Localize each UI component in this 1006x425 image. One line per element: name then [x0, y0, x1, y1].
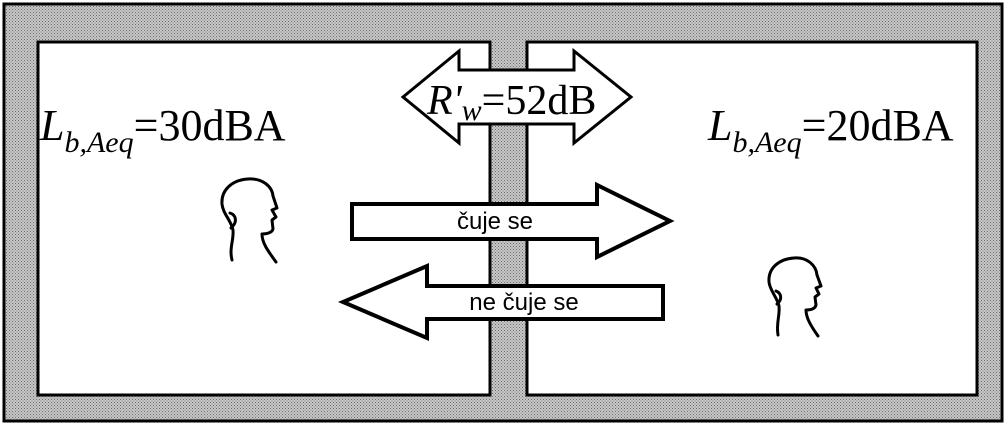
- sound-reduction-double-arrow: [400, 47, 634, 147]
- heard-arrow: [350, 181, 675, 261]
- left-person-icon: [220, 177, 279, 264]
- not-heard-label: ne čuje se: [469, 289, 578, 316]
- not-heard-arrow: [337, 262, 665, 342]
- left-room-level-label: Lb,Aeq=30dBA: [39, 101, 286, 159]
- right-person-icon: [767, 256, 823, 338]
- right-room-level-label: Lb,Aeq=20dBA: [707, 101, 954, 159]
- sound-reduction-index-label: R'w=52dB: [426, 78, 596, 127]
- heard-label: čuje se: [457, 208, 533, 235]
